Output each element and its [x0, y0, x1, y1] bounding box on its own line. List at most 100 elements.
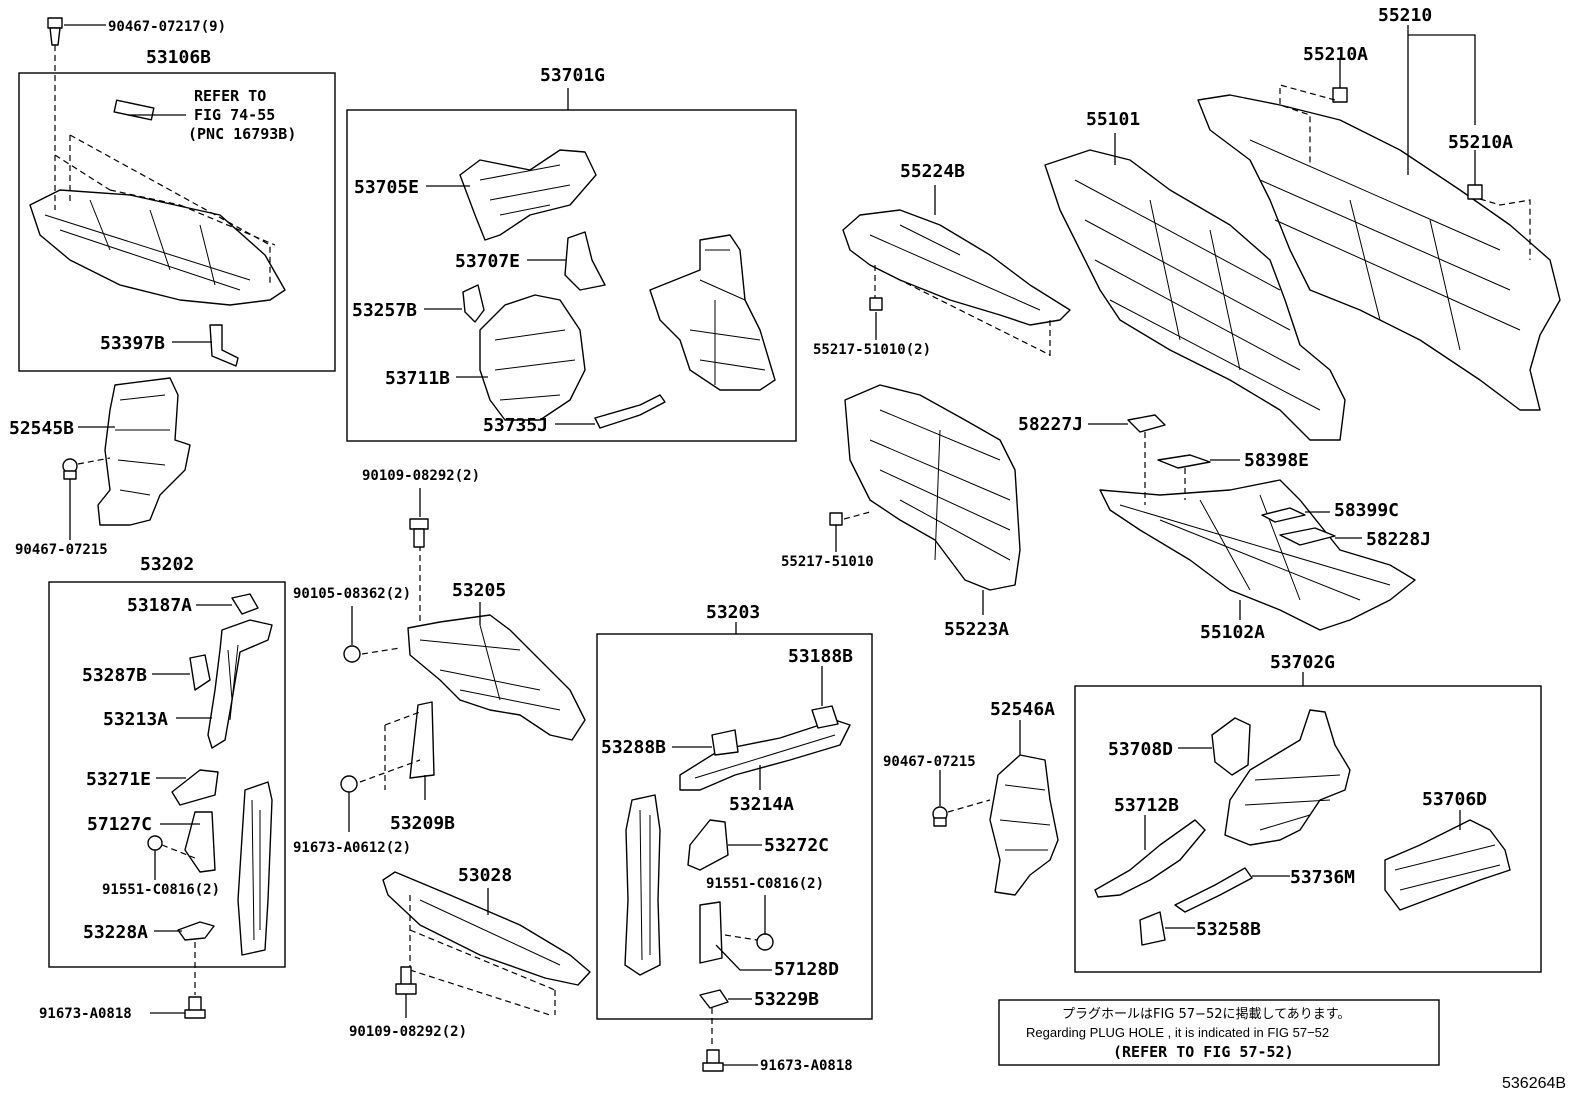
label-refer-fig: FIG 74-55 [194, 106, 275, 124]
part-55217-51010-clip-bottom [829, 512, 843, 526]
label-55217-51010-2: 55217-51010(2) [813, 342, 931, 358]
part-53707E-bracket [564, 231, 606, 291]
label-55210: 55210 [1378, 5, 1432, 26]
part-90467-07217-clip [47, 17, 63, 46]
label-57128D: 57128D [774, 959, 839, 980]
group-box-53202 [48, 581, 286, 968]
part-53735J-brace [594, 394, 666, 429]
label-refer-to: REFER TO [194, 87, 266, 105]
label-90109-08292-top: 90109-08292(2) [362, 468, 480, 484]
part-53712B-member [1094, 819, 1206, 898]
part-53705E-member [459, 149, 597, 241]
part-55102A-floor-pan [1099, 479, 1416, 631]
label-53213A: 53213A [103, 709, 168, 730]
label-53187A: 53187A [127, 595, 192, 616]
label-55224B: 55224B [900, 161, 965, 182]
part-55217-51010-clip-top [869, 297, 883, 311]
part-53229B-bracket [699, 989, 729, 1009]
part-52545B-air-guide [97, 377, 191, 526]
label-90467-07215-right: 90467-07215 [883, 754, 976, 770]
part-91673-A0612-bolt [340, 775, 358, 793]
label-53705E: 53705E [354, 177, 419, 198]
part-53706D-member [1384, 819, 1511, 911]
label-55101: 55101 [1086, 109, 1140, 130]
part-91673-A0818-bolt-right [702, 1049, 724, 1072]
dash-53106B-outline [54, 134, 276, 285]
label-53735J: 53735J [483, 415, 548, 436]
label-53397B: 53397B [100, 333, 165, 354]
part-53258B-bracket [1139, 911, 1166, 946]
part-53708D-bracket [1211, 717, 1251, 776]
part-90467-07215-clip-right [932, 806, 948, 827]
part-58399C-plug [1261, 507, 1306, 523]
part-53209B-brace [409, 701, 435, 779]
label-55102A: 55102A [1200, 622, 1265, 643]
part-53257B-bracket [462, 284, 485, 323]
part-91673-A0818-bolt-left [184, 996, 206, 1019]
labels: 90467-07217(9) 53106B REFER TO FIG 74-55… [9, 5, 1566, 1092]
part-58227J-plug [1127, 414, 1166, 433]
label-53229B: 53229B [754, 989, 819, 1010]
legend-box [998, 999, 1440, 1066]
label-55210A-a: 55210A [1303, 44, 1368, 65]
label-55223A: 55223A [944, 619, 1009, 640]
part-55210A-clip-a [1332, 87, 1348, 103]
part-53203-upright [624, 794, 661, 976]
part-53702G-apron-assy [1224, 709, 1351, 846]
label-53258B: 53258B [1196, 919, 1261, 940]
part-53288B-bracket [711, 729, 739, 756]
legend-english: Regarding PLUG HOLE , it is indicated in… [1026, 1025, 1329, 1040]
part-53228A-bracket [177, 921, 215, 941]
part-53397B-bracket [209, 324, 239, 367]
label-53257B: 53257B [352, 300, 417, 321]
label-53106B: 53106B [146, 47, 211, 68]
part-53202-upright [237, 781, 273, 956]
label-90467-07215-left: 90467-07215 [15, 542, 108, 558]
part-53214A-support [679, 719, 851, 791]
label-57127C: 57127C [87, 814, 152, 835]
part-52546A-air-guide [989, 754, 1059, 896]
label-53712B: 53712B [1114, 795, 1179, 816]
group-box-53701G [346, 109, 797, 442]
part-91551-C0816-bolt-left [147, 835, 163, 851]
legend-japanese: プラグホールはFIG 57−52に掲載してあります。 [1062, 1006, 1350, 1022]
part-57128D-brace [699, 901, 723, 964]
part-53213A-support [207, 619, 273, 749]
part-53736M-brace [1174, 867, 1253, 913]
part-58398E-plug [1157, 454, 1211, 469]
part-53271E-bracket [171, 769, 219, 806]
label-53228A: 53228A [83, 922, 148, 943]
label-53708D: 53708D [1108, 739, 1173, 760]
part-55223A-insulator [844, 384, 1021, 591]
group-box-53203 [596, 633, 873, 1020]
label-53205: 53205 [452, 580, 506, 601]
label-52546A: 52546A [990, 699, 1055, 720]
label-55210A-b: 55210A [1448, 132, 1513, 153]
group-box-53702G [1074, 685, 1542, 973]
label-53203: 53203 [706, 602, 760, 623]
legend-reference: (REFER TO FIG 57-52) [1113, 1043, 1294, 1061]
figure-code: 536264B [1502, 1075, 1566, 1092]
part-53287B-bracket [189, 654, 211, 691]
label-52545B: 52545B [9, 418, 74, 439]
label-53707E: 53707E [455, 251, 520, 272]
label-53736M: 53736M [1290, 867, 1355, 888]
label-53202: 53202 [140, 554, 194, 575]
part-53028-support-member [382, 871, 591, 986]
part-58228J-plug [1279, 527, 1336, 546]
label-90109-08292-bottom: 90109-08292(2) [349, 1024, 467, 1040]
part-55101-dash-panel [1044, 149, 1346, 441]
label-53706D: 53706D [1422, 789, 1487, 810]
label-53711B: 53711B [385, 368, 450, 389]
part-91551-C0816-bolt-right [756, 933, 774, 951]
label-90467-07217: 90467-07217(9) [108, 19, 226, 35]
label-53271E: 53271E [86, 769, 151, 790]
part-90109-08292-bolt-top [409, 518, 429, 548]
label-53028: 53028 [458, 865, 512, 886]
part-53711B-apron [479, 294, 586, 421]
part-53188B-bracket [811, 705, 839, 729]
part-57127C-brace [184, 811, 216, 873]
part-53205-support-center [407, 614, 586, 741]
group-box-53106B [18, 72, 336, 372]
